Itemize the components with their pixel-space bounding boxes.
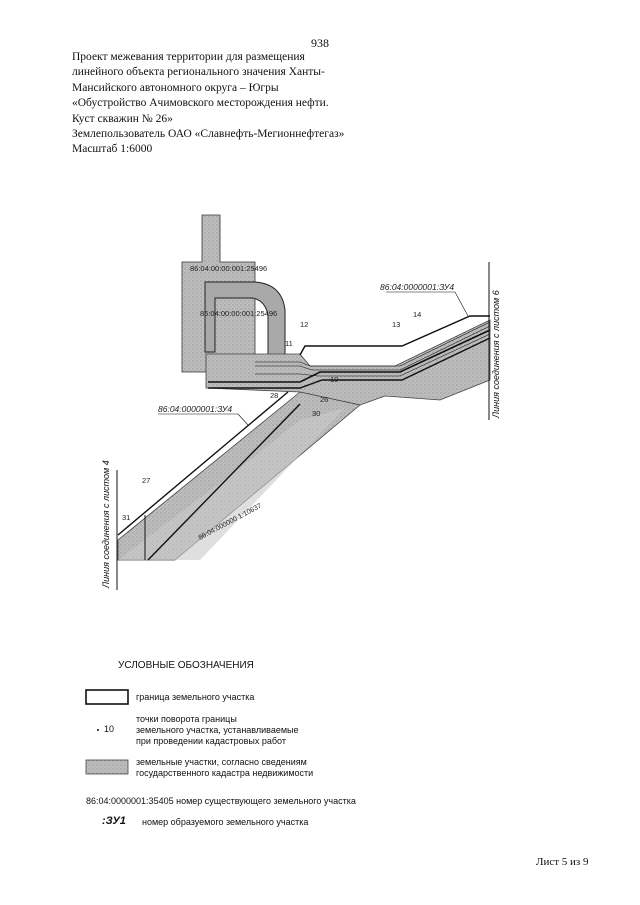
- zu4-label-lower: 86:04:0000001:ЗУ4: [158, 404, 232, 414]
- zu4-hairlines: [255, 321, 491, 367]
- zu4-label-upper: 86:04:0000001:ЗУ4: [380, 282, 454, 292]
- legend-turn-point-dot: [97, 729, 99, 731]
- turn-point-14: 14: [413, 310, 421, 319]
- zu4-boundary-lower: [208, 337, 491, 389]
- title-line: Землепользователь ОАО «Славнефть-Мегионн…: [72, 128, 345, 141]
- turn-point-10: 10: [330, 375, 338, 384]
- zu4-boundary-inner: [208, 329, 491, 383]
- legend-turn-point-number: 10: [104, 724, 115, 734]
- title-line: «Обустройство Ачимовского месторождения …: [72, 97, 329, 110]
- legend-existing-number: 86:04:0000001:35405 номер существующего …: [86, 796, 356, 807]
- legend-parcel-label: земельные участки, согласно сведениям го…: [136, 757, 314, 778]
- existing-parcel-inner: [204, 281, 286, 361]
- turn-point-30: 30: [312, 409, 320, 418]
- title-line: Проект межевания территории для размещен…: [72, 51, 305, 63]
- zu4-boundary-diagonal-b: [147, 403, 301, 561]
- parcel-label-top: 86:04:00:00:001:25496: [190, 264, 267, 273]
- turn-point-31: 31: [122, 513, 130, 522]
- turn-point-27: 27: [142, 476, 150, 485]
- zu4-boundary-diagonal-a: [117, 391, 289, 536]
- legend-new-parcel-label: номер образуемого земельного участка: [142, 817, 309, 827]
- legend-existing-number-example: 86:04:0000001:35405: [86, 796, 174, 806]
- turn-point-28: 28: [270, 391, 278, 400]
- legend-boundary-label: граница земельного участка: [136, 692, 255, 702]
- scale-line: Масштаб 1:6000: [72, 143, 153, 156]
- turn-point-13: 13: [392, 320, 400, 329]
- title-block: Проект межевания территории для размещен…: [72, 50, 372, 158]
- turn-point-11: 11: [285, 339, 293, 348]
- page-number: 938: [311, 36, 329, 50]
- legend-parcel-swatch: [85, 759, 129, 775]
- connection-label-sheet4: Линия соединения с листом 4: [101, 460, 111, 589]
- turn-point-26: 26: [320, 395, 328, 404]
- connection-label-sheet6: Линия соединения с листом 6: [491, 290, 501, 419]
- title-line: Куст скважин № 26»: [72, 112, 173, 125]
- legend-new-parcel-code: :ЗУ1: [102, 815, 126, 827]
- title-line: Мансийского автономного округа – Югры: [72, 81, 279, 94]
- legend-turn-point-label: точки поворота границы земельного участк…: [136, 714, 299, 746]
- legend-boundary-swatch: [85, 689, 129, 705]
- parcel-label-inner: 86:04:00:00:001:25496: [200, 309, 277, 318]
- legend-heading: УСЛОВНЫЕ ОБОЗНАЧЕНИЯ: [118, 660, 254, 671]
- existing-parcel-corridor: [205, 319, 491, 406]
- title-line: линейного объекта регионального значения…: [72, 66, 325, 79]
- legend-existing-number-label: номер существующего земельного участка: [176, 796, 356, 806]
- zu4-boundary-upper: [299, 315, 490, 356]
- sheet-number: Лист 5 из 9: [536, 856, 589, 868]
- turn-point-12: 12: [300, 320, 308, 329]
